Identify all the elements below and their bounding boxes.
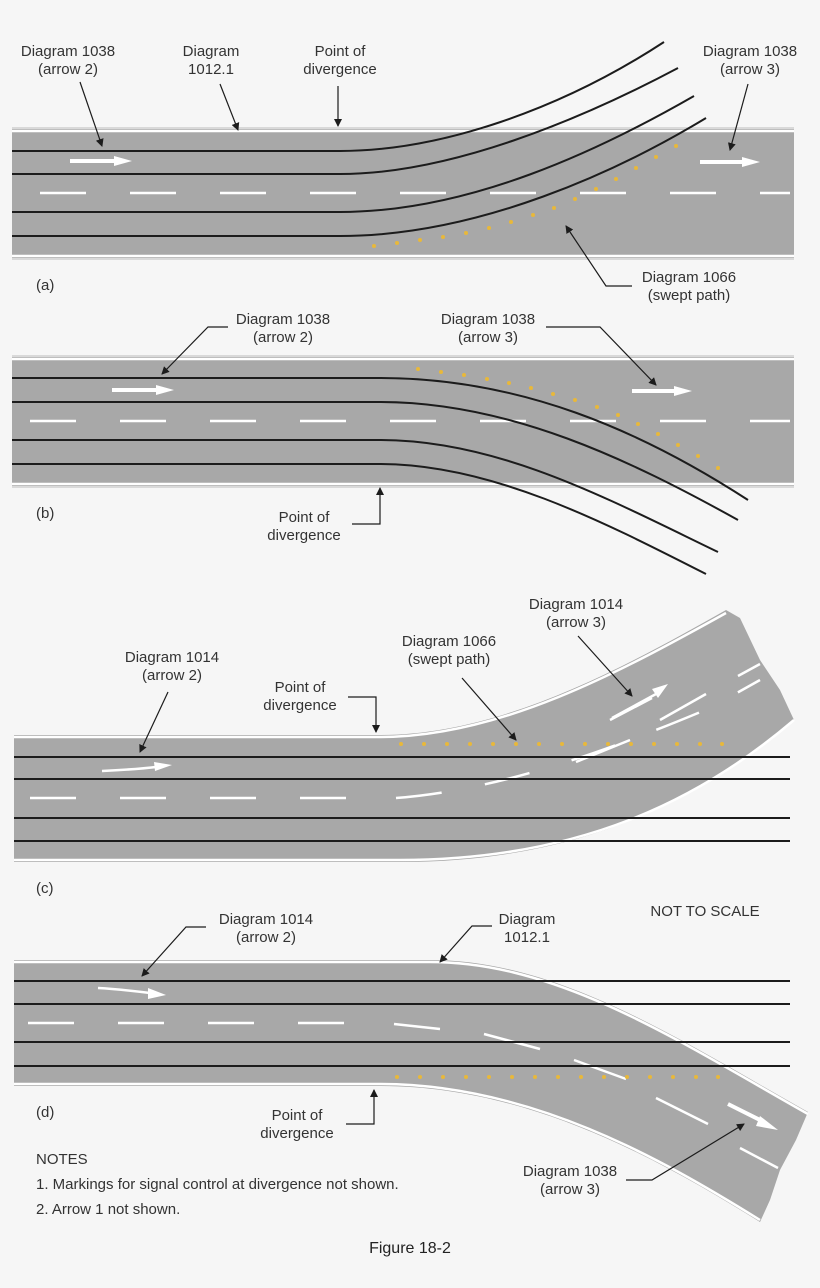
panel-c-label-1014-arrow3: Diagram 1014(arrow 3) <box>529 596 623 631</box>
panel-b-swept-path <box>416 367 720 470</box>
panel-a-tag: (a) <box>36 277 54 294</box>
panel-c-arrow-2 <box>101 762 172 773</box>
panel-b-arrow-3 <box>632 386 692 396</box>
panel-b: Diagram 1038(arrow 2) Diagram 1038(arrow… <box>12 311 794 575</box>
not-to-scale-note: NOT TO SCALE <box>650 903 759 920</box>
notes-title: NOTES <box>36 1151 88 1168</box>
panel-a-label-1038-arrow3: Diagram 1038(arrow 3) <box>703 43 797 78</box>
panel-a-label-1038-arrow2: Diagram 1038(arrow 2) <box>21 43 115 78</box>
figure-caption: Figure 18-2 <box>369 1240 451 1257</box>
panel-d-label-1014-arrow2: Diagram 1014(arrow 2) <box>219 911 313 946</box>
panel-c-label-1014-arrow2: Diagram 1014(arrow 2) <box>125 649 219 684</box>
panel-b-tag: (b) <box>36 505 54 522</box>
panel-c-swept-path <box>399 742 724 746</box>
panel-a-arrow-2 <box>70 156 132 166</box>
panel-d-label-1038-arrow3: Diagram 1038(arrow 3) <box>523 1163 617 1198</box>
panel-d-arrow-2 <box>97 986 166 999</box>
panel-b-centre-lines <box>12 377 749 575</box>
panel-d-centre-lines <box>14 980 790 1067</box>
panel-d-carriageway <box>14 960 808 1222</box>
panel-d-tag: (d) <box>36 1104 54 1121</box>
notes-item-2: 2. Arrow 1 not shown. <box>36 1201 180 1218</box>
panel-b-arrow-2 <box>112 385 174 395</box>
panel-a-arrow-3 <box>700 157 760 167</box>
panel-b-label-1038-arrow2: Diagram 1038(arrow 2) <box>236 311 330 346</box>
panel-c-label-1066-swept-path: Diagram 1066(swept path) <box>402 633 496 668</box>
notes-item-1: 1. Markings for signal control at diverg… <box>36 1176 399 1193</box>
panel-a-centre-lines <box>12 41 707 237</box>
panel-a-swept-path <box>372 144 678 248</box>
panel-a-label-1066-swept-path: Diagram 1066(swept path) <box>642 269 736 304</box>
panel-d-arrow-3 <box>727 1102 778 1130</box>
panel-c-tag: (c) <box>36 880 54 897</box>
panel-c-centre-lines <box>14 756 790 842</box>
panel-b-label-1038-arrow3: Diagram 1038(arrow 3) <box>441 311 535 346</box>
panel-d-swept-path <box>395 1075 720 1079</box>
panel-c-arrow-3 <box>611 684 668 720</box>
